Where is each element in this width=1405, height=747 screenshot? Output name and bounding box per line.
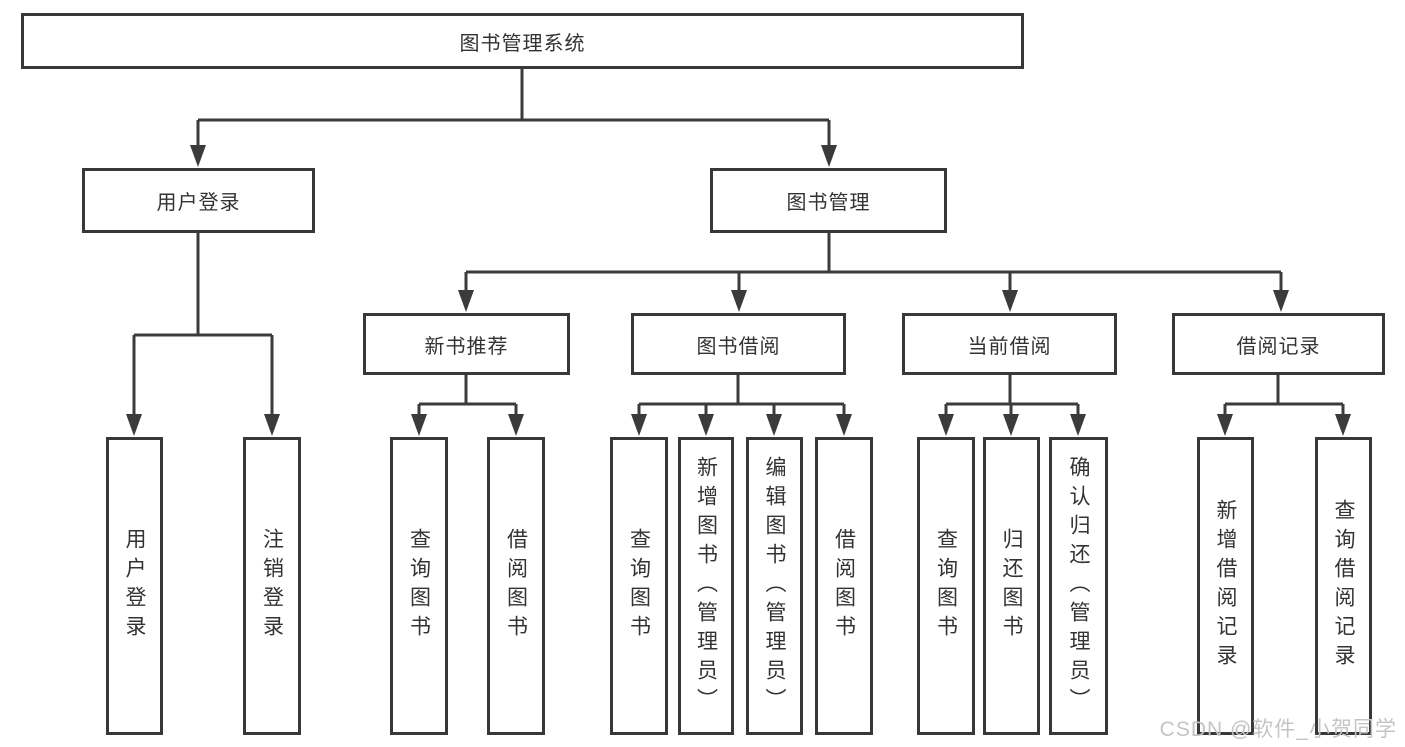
leaf-label: 确认归还（管理员） — [1067, 455, 1090, 717]
leaf-logout: 注销登录 — [243, 437, 301, 735]
leaf-label: 查询图书 — [627, 528, 651, 644]
node-book-management: 图书管理 — [710, 168, 947, 233]
node-current-borrowing: 当前借阅 — [902, 313, 1117, 375]
leaf-edit-books-admin: 编辑图书（管理员） — [746, 437, 803, 735]
leaf-label: 新增图书（管理员） — [694, 455, 718, 717]
leaf-label: 编辑图书（管理员） — [763, 455, 786, 717]
leaf-borrow-books: 借阅图书 — [815, 437, 873, 735]
arrowheads — [126, 145, 1351, 436]
leaf-label: 查询图书 — [934, 528, 958, 644]
leaf-user-login: 用户登录 — [106, 437, 163, 735]
leaf-label: 查询图书 — [407, 528, 431, 644]
leaf-borrow-books: 借阅图书 — [487, 437, 545, 735]
leaf-label: 查询借阅记录 — [1332, 499, 1355, 673]
leaf-confirm-return-admin: 确认归还（管理员） — [1049, 437, 1108, 735]
leaf-return-books: 归还图书 — [983, 437, 1040, 735]
leaf-label: 借阅图书 — [504, 528, 528, 644]
leaf-label: 借阅图书 — [832, 528, 856, 644]
node-book-borrowing: 图书借阅 — [631, 313, 846, 375]
leaf-query-books: 查询图书 — [610, 437, 668, 735]
leaf-add-books-admin: 新增图书（管理员） — [678, 437, 734, 735]
leaf-label: 注销登录 — [260, 528, 284, 644]
node-library-management-system: 图书管理系统 — [21, 13, 1024, 69]
leaf-label: 用户登录 — [123, 528, 146, 644]
leaf-query-books: 查询图书 — [917, 437, 975, 735]
tree-edges — [132, 69, 1345, 419]
leaf-query-books: 查询图书 — [390, 437, 448, 735]
node-user-login: 用户登录 — [82, 168, 315, 233]
leaf-label: 归还图书 — [1000, 528, 1023, 644]
leaf-query-borrow-record: 查询借阅记录 — [1315, 437, 1372, 735]
node-new-book-recommendation: 新书推荐 — [363, 313, 570, 375]
node-borrowing-records: 借阅记录 — [1172, 313, 1385, 375]
leaf-label: 新增借阅记录 — [1214, 499, 1237, 673]
leaf-add-borrow-record: 新增借阅记录 — [1197, 437, 1254, 735]
